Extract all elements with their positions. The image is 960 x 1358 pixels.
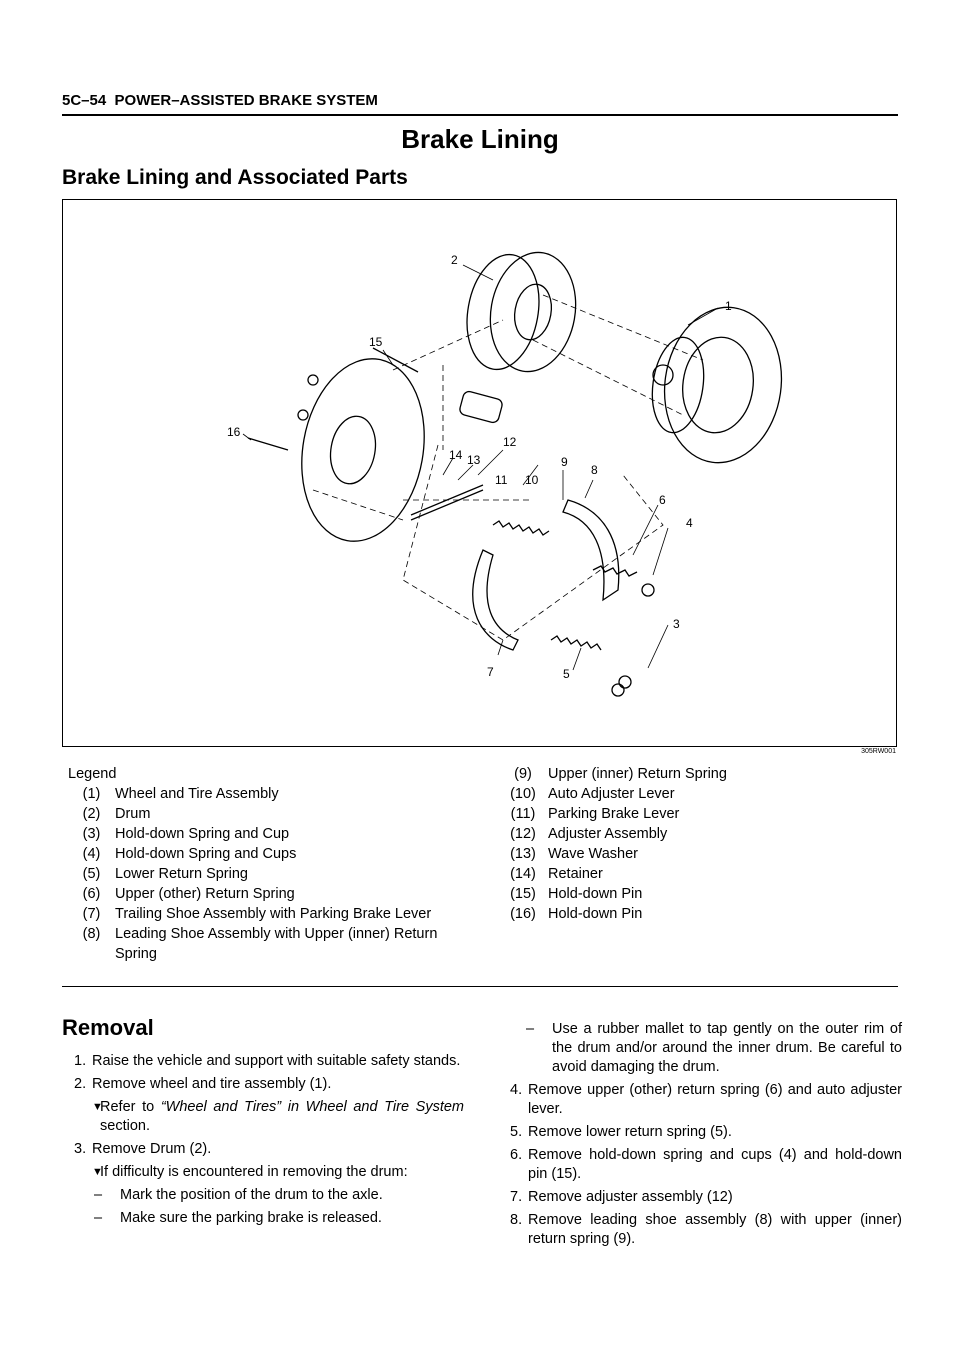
legend-item: (11)Parking Brake Lever (510, 806, 680, 822)
header-rule (62, 114, 898, 116)
step-5: 5.Remove lower return spring (5). (510, 1124, 732, 1140)
dash-item: –Use a rubber mallet to tap gently on th… (526, 1021, 902, 1075)
lower-spring-illustration (550, 635, 602, 651)
legend-item: (4)Hold-down Spring and Cups (82, 846, 297, 862)
legend-item: (7)Trailing Shoe Assembly with Parking B… (82, 906, 432, 922)
reference-link: “Wheel and Tires” in Wheel and Tire Syst… (160, 1099, 465, 1115)
dash-item: –Make sure the parking brake is released… (94, 1210, 382, 1226)
note-marker-icon: ▼ (92, 1166, 103, 1178)
legend-item: (13)Wave Washer (510, 846, 638, 862)
removal-heading: Removal (62, 1015, 154, 1040)
figure-code: 305RW001 (861, 748, 896, 755)
step-6: 6.Remove hold-down spring and cups (4) a… (510, 1147, 902, 1182)
callout-15: 15 (369, 335, 383, 349)
legend-item: (5)Lower Return Spring (82, 866, 248, 882)
legend-item: (1)Wheel and Tire Assembly (82, 786, 279, 802)
step-7: 7.Remove adjuster assembly (12) (510, 1189, 733, 1205)
callout-9: 9 (561, 455, 568, 469)
leading-shoe-illustration (562, 499, 620, 602)
page-title: Brake Lining (401, 124, 559, 154)
step-3: 3.Remove Drum (2). (74, 1141, 212, 1157)
exploded-view-figure: 1 2 3 4 5 6 7 8 9 10 11 12 13 14 15 16 (62, 199, 897, 747)
section-title: POWER–ASSISTED BRAKE SYSTEM (114, 92, 378, 109)
callout-6: 6 (659, 493, 666, 507)
section-heading: Brake Lining and Associated Parts (62, 166, 408, 189)
legend-item: (9)Upper (inner) Return Spring (514, 766, 727, 782)
legend-item: (12)Adjuster Assembly (510, 826, 668, 842)
callout-11: 11 (495, 473, 508, 487)
legend-item: (2)Drum (82, 806, 151, 822)
callout-4: 4 (686, 516, 693, 530)
legend-item: (14)Retainer (510, 866, 603, 882)
note-marker-icon: ▼ (92, 1101, 103, 1113)
callout-14: 14 (449, 448, 463, 462)
reference-note: ▼Refer to “Wheel and Tires” in Wheel and… (92, 1099, 465, 1134)
callout-8: 8 (591, 463, 598, 477)
difficulty-note: ▼If difficulty is encountered in removin… (92, 1164, 408, 1180)
section-divider (62, 986, 898, 987)
wheel-cylinder-illustration (459, 390, 503, 424)
legend-item: (16)Hold-down Pin (510, 906, 643, 922)
step-4: 4.Remove upper (other) return spring (6)… (510, 1082, 902, 1117)
step-8: 8.Remove leading shoe assembly (8) with … (510, 1212, 902, 1247)
backing-plate-illustration (301, 358, 425, 542)
dash-item: –Mark the position of the drum to the ax… (94, 1187, 383, 1203)
callout-12: 12 (503, 435, 517, 449)
removal-column-left: 1.Raise the vehicle and support with sui… (74, 1052, 464, 1232)
legend-left: Legend (1)Wheel and Tire Assembly (2)Dru… (68, 764, 448, 964)
step-1: 1.Raise the vehicle and support with sui… (74, 1053, 461, 1069)
legend-item: (3)Hold-down Spring and Cup (82, 826, 290, 842)
callout-13: 13 (467, 453, 481, 467)
callout-1: 1 (725, 299, 732, 313)
page-header: 5C–54 POWER–ASSISTED BRAKE SYSTEM (62, 92, 378, 109)
callout-5: 5 (563, 667, 570, 681)
legend-item: (8)Leading Shoe Assembly with Upper (inn… (82, 926, 438, 962)
legend-right: (9)Upper (inner) Return Spring (10)Auto … (498, 764, 898, 924)
drum-illustration (489, 251, 577, 373)
trailing-shoe-illustration (472, 549, 519, 651)
legend-item: (6)Upper (other) Return Spring (82, 886, 295, 902)
callout-7: 7 (487, 665, 494, 679)
brake-exploded-diagram: 1 2 3 4 5 6 7 8 9 10 11 12 13 14 15 16 (227, 251, 783, 697)
upper-spring-illustration (492, 520, 550, 536)
legend-item: (10)Auto Adjuster Lever (510, 786, 675, 802)
callout-10: 10 (525, 473, 539, 487)
callout-3: 3 (673, 617, 680, 631)
step-2: 2.Remove wheel and tire assembly (1). (74, 1076, 332, 1092)
legend-title: Legend (68, 766, 117, 782)
legend-item: (15)Hold-down Pin (510, 886, 643, 902)
callout-2: 2 (451, 253, 458, 267)
callout-16: 16 (227, 425, 241, 439)
tire-illustration (663, 306, 783, 464)
removal-column-right: –Use a rubber mallet to tap gently on th… (510, 1020, 902, 1253)
section-code: 5C–54 (62, 92, 107, 109)
